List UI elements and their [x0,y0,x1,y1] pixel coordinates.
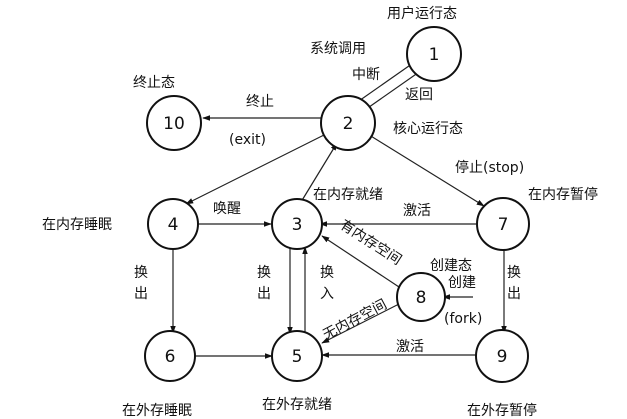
edge-label-activate-9-5: 激活 [396,338,424,355]
node-4-caption: 在内存睡眠 [42,217,112,233]
node-6-label: 6 [165,347,176,367]
edge-label-exit: (exit) [229,132,266,148]
node-6-caption: 在外存睡眠 [122,403,192,419]
edge-8-to-3: 有内存空间 [321,217,404,288]
state-node-5: 5 [271,330,323,382]
edge-3-to-2: 在内存就绪 [300,142,383,203]
node-10-caption: 终止态 [133,75,175,91]
node-2-caption: 核心运行态 [393,121,463,137]
edge-label-no-memory: 无内存空间 [320,297,389,344]
node-3-label: 3 [292,215,303,235]
edge-label-return: 返回 [405,87,433,103]
state-node-10: 10 [146,95,202,151]
state-node-1: 1 [406,26,462,82]
edge-2-to-7: 停止(stop) [365,132,524,207]
edge-label-swapout-4-6-a: 换 [134,264,148,281]
edge-9-to-5: 激活 [321,338,476,358]
state-node-6: 6 [144,330,196,382]
node-10-label: 10 [163,114,185,134]
node-7-label: 7 [498,215,509,235]
edge-label-fork: (fork) [444,311,482,327]
node-5-label: 5 [292,347,303,367]
edge-label-has-memory: 有内存空间 [337,217,404,269]
edge-7-to-3: 激活 [319,202,476,227]
edge-4-to-6: 换 出 [134,246,176,334]
edge-1-to-2: 返回 [361,69,433,113]
edge-2-to-10: 终止 (exit) [202,94,322,148]
node-8-caption: 创建态 [430,258,472,274]
edge-2-to-4 [185,132,329,205]
state-node-7: 7 [476,197,530,251]
state-node-2: 2 [320,95,376,151]
state-node-3: 3 [271,198,323,250]
edge-create-to-8: 创建态 创建 (fork) [430,258,482,327]
node-2-label: 2 [343,114,354,134]
state-node-9: 9 [475,329,529,383]
edge-label-stop: 停止(stop) [455,159,524,176]
node-1-label: 1 [429,45,440,65]
edge-5-to-3: 换 入 [302,246,334,334]
node-5-caption: 在外存就绪 [262,397,332,413]
edge-label-swapout-3-5-b: 出 [257,286,271,302]
edge-8-to-5: 无内存空间 [320,297,400,344]
node-9-caption: 在外存暂停 [467,402,537,419]
node-1-caption: 用户运行态 [387,5,457,22]
edge-label-activate-7-3: 激活 [403,202,431,219]
edge-4-to-3: 唤醒 [199,200,272,227]
edge-label-syscall: 系统调用 [310,41,366,57]
node-8-label: 8 [416,288,427,308]
edge-label-terminate: 终止 [246,94,274,110]
state-node-8: 8 [396,272,446,322]
node-7-caption: 在内存暂停 [528,186,598,203]
edge-label-wakeup: 唤醒 [213,200,241,217]
edge-label-swapout-3-5-a: 换 [257,264,271,281]
edge-label-swapin-a: 换 [320,264,334,281]
node-9-label: 9 [497,347,508,367]
edge-label-swapout-7-9-b: 出 [507,286,521,302]
edge-label-3-to-2: 在内存就绪 [313,187,383,203]
edge-label-interrupt: 中断 [352,67,380,83]
edge-label-create: 创建 [448,275,476,291]
edge-2-to-1: 系统调用 中断 [310,41,417,104]
edge-3-to-5: 换 出 [257,245,293,335]
edge-label-swapout-7-9-a: 换 [507,264,521,281]
node-4-label: 4 [168,215,179,235]
edge-label-swapout-4-6-b: 出 [134,286,148,302]
state-node-4: 4 [147,198,199,250]
edge-7-to-9: 换 出 [501,246,521,334]
edge-label-swapin-b: 入 [320,286,334,302]
